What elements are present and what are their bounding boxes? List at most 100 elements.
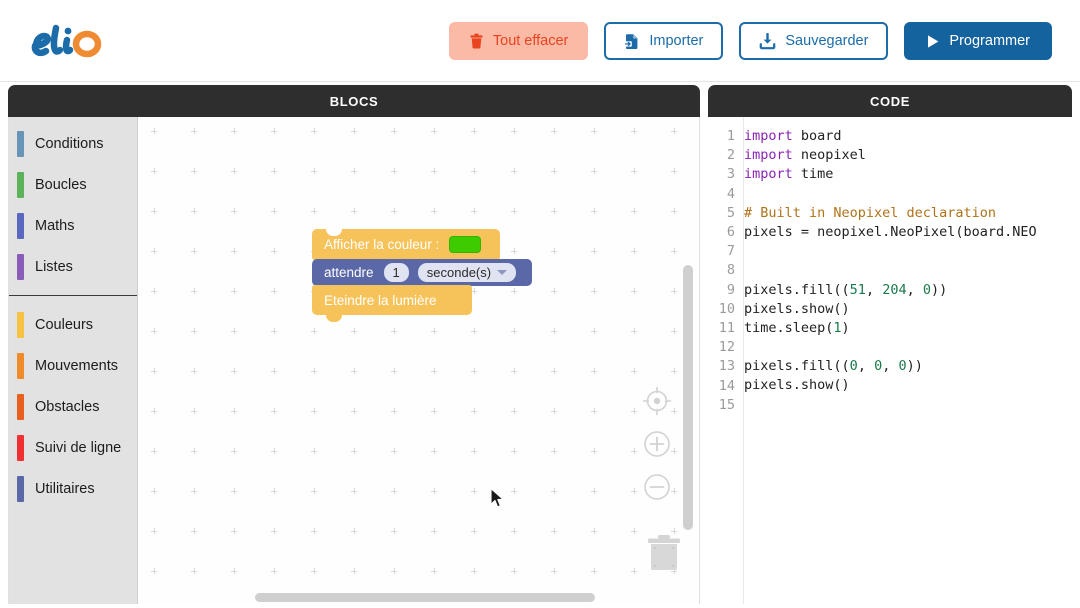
- center-target-icon[interactable]: [642, 386, 672, 421]
- block-notch: [326, 229, 342, 236]
- play-icon: [926, 34, 940, 49]
- mouse-cursor: [490, 488, 505, 514]
- code-line-number: 5: [726, 204, 735, 221]
- code-panel-title: CODE: [870, 93, 910, 109]
- code-line: [744, 185, 1072, 204]
- blocks-panel-header: BLOCS: [8, 85, 700, 117]
- code-gutter-divider: [743, 117, 744, 608]
- code-line-number: 11: [718, 320, 735, 337]
- wait-unit-label: seconde(s): [426, 265, 492, 280]
- workspace-grid: [138, 117, 699, 607]
- toolbox-group-logic: Conditions Boucles Maths Listes: [9, 117, 137, 287]
- category-color-bar: [17, 172, 24, 198]
- file-import-icon: [624, 33, 640, 50]
- code-line: pixels = neopixel.NeoPixel(board.NEO: [744, 223, 1037, 240]
- code-line-number: 4: [726, 185, 735, 202]
- toolbox-group-robot: Couleurs Mouvements Obstacles Suivi de l…: [9, 304, 137, 509]
- wait-unit-dropdown[interactable]: seconde(s): [417, 263, 517, 282]
- elio-logo[interactable]: [26, 16, 116, 66]
- code-line-number: 6: [726, 224, 735, 241]
- blocks-workspace[interactable]: Afficher la couleur : attendre 1 seconde…: [138, 117, 699, 607]
- block-eteindre-la-lumiere[interactable]: Eteindre la lumière: [312, 285, 472, 322]
- blocks-toolbox: Conditions Boucles Maths Listes: [9, 117, 138, 607]
- code-line-number: 10: [718, 300, 735, 317]
- bottom-strip: [0, 604, 1080, 608]
- save-label: Sauvegarder: [785, 33, 869, 49]
- code-line: pixels.fill((51, 204, 0)): [744, 281, 948, 298]
- block-label: Eteindre la lumière: [324, 292, 437, 308]
- sidebar-item-label: Obstacles: [35, 398, 100, 415]
- zoom-out-icon[interactable]: [642, 472, 672, 507]
- code-line: pixels.show(): [744, 300, 850, 317]
- category-color-bar: [17, 213, 24, 239]
- category-color-bar: [17, 131, 24, 157]
- block-label: Afficher la couleur :: [324, 237, 440, 252]
- block-afficher-la-couleur[interactable]: Afficher la couleur :: [312, 229, 500, 260]
- block-stack: Afficher la couleur : attendre 1 seconde…: [312, 229, 532, 322]
- block-notch: [326, 315, 342, 322]
- chevron-down-icon: [497, 270, 508, 275]
- clear-all-label: Tout effacer: [492, 33, 569, 49]
- code-panel-header: CODE: [708, 85, 1072, 117]
- code-line-number: 2: [726, 147, 735, 164]
- download-icon: [759, 32, 776, 50]
- block-label: attendre: [324, 265, 374, 280]
- code-line: pixels.fill((0, 0, 0)): [744, 358, 923, 375]
- category-color-bar: [17, 254, 24, 280]
- sidebar-item-listes[interactable]: Listes: [9, 246, 137, 287]
- zoom-in-icon[interactable]: [642, 429, 672, 464]
- save-button[interactable]: Sauvegarder: [739, 22, 889, 60]
- sidebar-item-label: Couleurs: [35, 316, 94, 333]
- code-line-number: 3: [726, 166, 735, 183]
- code-line-number: 12: [718, 339, 735, 356]
- import-label: Importer: [649, 33, 704, 49]
- sidebar-item-boucles[interactable]: Boucles: [9, 164, 137, 205]
- program-label: Programmer: [949, 33, 1030, 49]
- toolbox-separator: [9, 295, 137, 296]
- program-button[interactable]: Programmer: [904, 22, 1052, 60]
- code-line-number: 9: [726, 281, 735, 298]
- top-bar: Tout effacer Importer: [0, 0, 1080, 82]
- toolbar: Tout effacer Importer: [448, 22, 1052, 60]
- sidebar-item-suivi-de-ligne[interactable]: Suivi de ligne: [9, 427, 137, 468]
- code-line: pixels.show(): [744, 377, 850, 394]
- sidebar-item-mouvements[interactable]: Mouvements: [9, 345, 137, 386]
- code-line-number: 13: [718, 358, 735, 375]
- import-button[interactable]: Importer: [604, 22, 724, 60]
- code-line-number: 8: [726, 262, 735, 279]
- sidebar-item-label: Boucles: [35, 176, 87, 193]
- sidebar-item-maths[interactable]: Maths: [9, 205, 137, 246]
- category-color-bar: [17, 394, 24, 420]
- code-line: [744, 396, 1072, 415]
- category-color-bar: [17, 435, 24, 461]
- color-swatch[interactable]: [449, 236, 482, 253]
- code-line: import time: [744, 166, 834, 183]
- sidebar-item-conditions[interactable]: Conditions: [9, 123, 137, 164]
- sidebar-item-label: Conditions: [35, 135, 104, 152]
- code-line: [744, 242, 1072, 261]
- code-line-number: 14: [718, 377, 735, 394]
- trash-icon[interactable]: [647, 532, 681, 577]
- sidebar-item-label: Maths: [35, 217, 75, 234]
- blocks-panel: Conditions Boucles Maths Listes: [8, 117, 700, 608]
- code-line: import neopixel: [744, 147, 866, 164]
- sidebar-item-utilitaires[interactable]: Utilitaires: [9, 468, 137, 509]
- code-line: # Built in Neopixel declaration: [744, 204, 996, 221]
- clear-all-button[interactable]: Tout effacer: [448, 22, 589, 60]
- category-color-bar: [17, 476, 24, 502]
- sidebar-item-label: Suivi de ligne: [35, 439, 122, 456]
- wait-value-field[interactable]: 1: [383, 263, 409, 282]
- workspace-vertical-scrollbar[interactable]: [683, 265, 693, 530]
- workspace-horizontal-scrollbar[interactable]: [255, 593, 595, 602]
- code-line-number: 7: [726, 243, 735, 260]
- sidebar-item-couleurs[interactable]: Couleurs: [9, 304, 137, 345]
- workspace-controls: [642, 386, 672, 515]
- code-line: [744, 261, 1072, 280]
- trash-icon: [469, 33, 484, 49]
- block-attendre[interactable]: attendre 1 seconde(s): [312, 259, 532, 286]
- sidebar-item-obstacles[interactable]: Obstacles: [9, 386, 137, 427]
- blocks-panel-title: BLOCS: [329, 93, 379, 109]
